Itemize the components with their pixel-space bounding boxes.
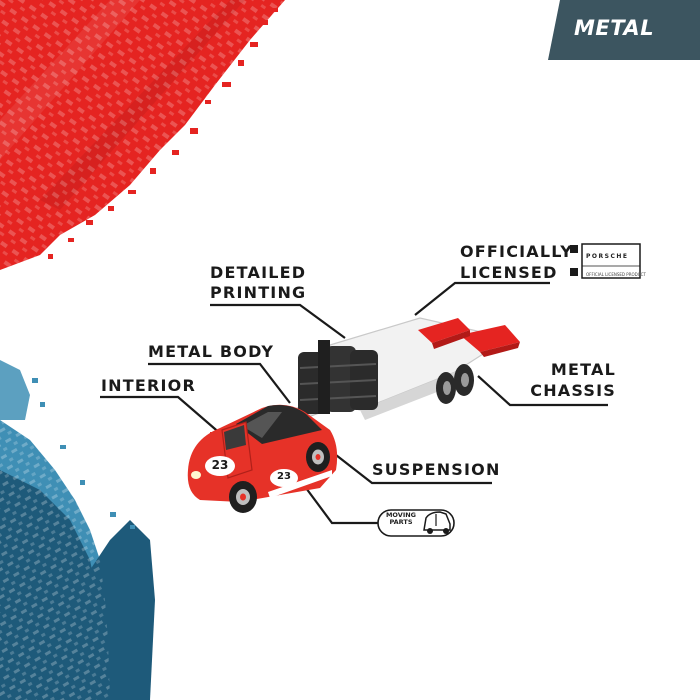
license-brand: PORSCHE: [586, 253, 629, 260]
red-tire-track-corner: [0, 0, 285, 270]
license-tag: [570, 243, 641, 279]
callout-suspension: SUSPENSION: [372, 460, 501, 479]
moving-parts-icon: [377, 509, 455, 537]
callout-officially-licensed-line2: LICENSED: [460, 263, 558, 282]
callout-metal-chassis-line2: CHASSIS: [530, 381, 616, 400]
tire-stack: [298, 340, 378, 414]
license-subtitle: OFFICIAL LICENSED PRODUCT: [586, 272, 646, 277]
car-door-icon: [423, 511, 451, 534]
moving-parts-label: MOVING PARTS: [383, 512, 419, 526]
car-number-side: 23: [277, 471, 291, 482]
callout-metal-chassis: METAL CHASSIS: [530, 361, 616, 400]
metal-badge: [548, 0, 700, 60]
callout-detailed-printing-line1: DETAILED: [210, 263, 307, 282]
callout-metal-chassis-line1: METAL: [550, 360, 616, 379]
callout-detailed-printing-line2: PRINTING: [210, 283, 307, 302]
moving-parts-line1: MOVING: [385, 511, 417, 519]
callout-officially-licensed: OFFICIALLY LICENSED: [460, 243, 573, 282]
callout-metal-body: METAL BODY: [148, 342, 275, 361]
callout-interior: INTERIOR: [101, 376, 196, 395]
metal-badge-label: METAL: [574, 16, 655, 40]
moving-parts-line2: PARTS: [389, 518, 413, 526]
race-car: [187, 404, 338, 513]
car-number-front: 23: [211, 458, 229, 472]
callout-detailed-printing: DETAILED PRINTING: [210, 264, 306, 302]
callout-officially-licensed-line1: OFFICIALLY: [460, 242, 573, 261]
blue-tire-track-corner: [0, 360, 155, 700]
trailer: [289, 317, 520, 421]
leader-lines: [100, 281, 608, 525]
